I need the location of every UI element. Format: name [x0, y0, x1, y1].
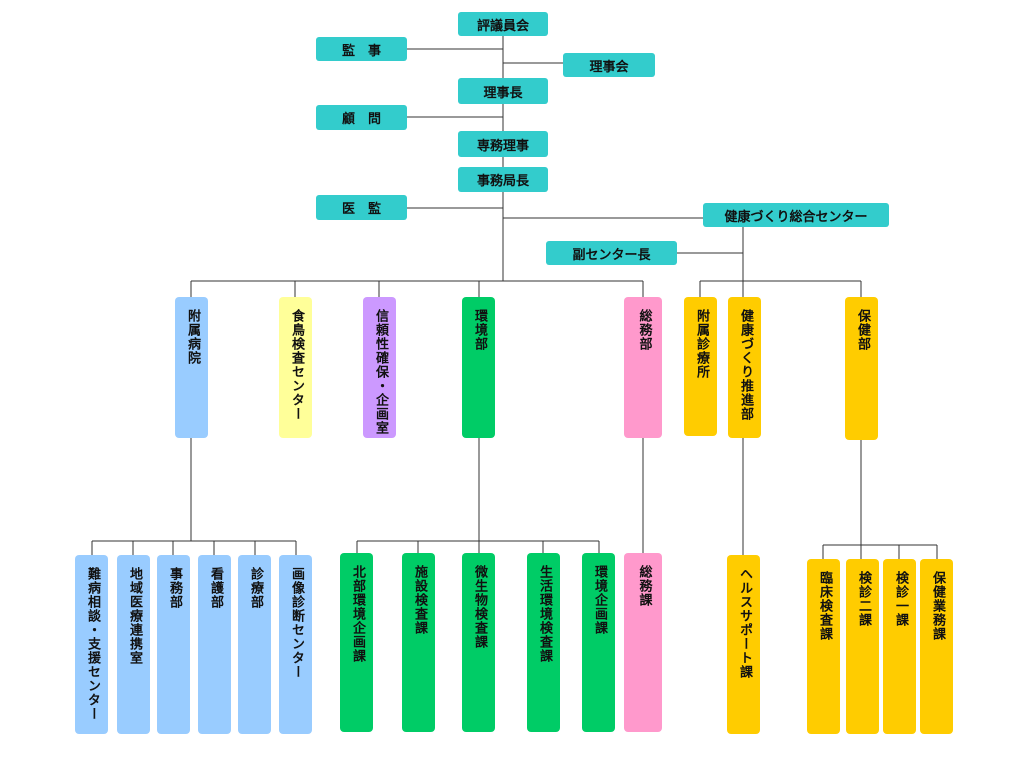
advisor-box: 顧 問	[316, 105, 407, 130]
section-environment-4: 生活環境検査課	[527, 553, 560, 732]
section-hospital-2: 地域医療連携室	[117, 555, 150, 734]
dept-clinic-label: 附属診療所	[693, 309, 709, 379]
section-label: 画像診断センター	[288, 567, 304, 679]
dept-general-affairs-label: 総務部	[636, 309, 652, 351]
section-health-3: 検診一課	[883, 559, 916, 734]
chair-label: 理事長	[483, 85, 523, 101]
section-hospital-3: 事務部	[157, 555, 190, 734]
dept-general-affairs: 総務部	[624, 297, 662, 438]
section-label: 北部環境企画課	[349, 565, 365, 663]
section-label: 微生物検査課	[471, 565, 487, 649]
section-label: 検診二課	[855, 571, 871, 627]
council-box: 評議員会	[458, 12, 548, 36]
board-label: 理事会	[589, 59, 629, 75]
section-hospital-5: 診療部	[238, 555, 271, 734]
dept-hospital: 附属病院	[175, 297, 208, 438]
section-label: ヘルスサポート課	[736, 567, 752, 679]
dept-environment-label: 環境部	[471, 309, 487, 351]
medical-supervisor-label: 医 監	[341, 202, 381, 217]
dept-hospital-label: 附属病院	[184, 309, 200, 365]
section-hospital-6: 画像診断センター	[279, 555, 312, 734]
section-label: 難病相談・支援センター	[84, 567, 100, 721]
section-label: 保健業務課	[929, 571, 945, 641]
auditor-box: 監 事	[316, 37, 407, 61]
section-label: 生活環境検査課	[536, 565, 552, 663]
vice-center-head-box: 副センター長	[546, 241, 677, 265]
dept-food-center: 食鳥検査センター	[279, 297, 312, 438]
section-hospital-4: 看護部	[198, 555, 231, 734]
chair-box: 理事長	[458, 78, 548, 104]
section-label: 臨床検査課	[816, 571, 832, 641]
section-health-1: 臨床検査課	[807, 559, 840, 734]
section-hospital-1: 難病相談・支援センター	[75, 555, 108, 734]
medical-supervisor-box: 医 監	[316, 195, 407, 220]
section-label: 総務課	[636, 565, 652, 607]
section-label: 検診一課	[892, 571, 908, 627]
council-label: 評議員会	[476, 18, 529, 34]
vice-center-head-label: 副センター長	[572, 247, 651, 263]
section-environment-3: 微生物検査課	[462, 553, 495, 732]
section-health-promotion-1: ヘルスサポート課	[727, 555, 760, 734]
section-label: 環境企画課	[591, 565, 607, 635]
dept-health-promotion: 健康づくり推進部	[728, 297, 761, 438]
section-label: 看護部	[207, 567, 223, 609]
dept-clinic: 附属診療所	[684, 297, 717, 436]
section-environment-5: 環境企画課	[582, 553, 615, 732]
section-environment-2: 施設検査課	[402, 553, 435, 732]
section-general-affairs-1: 総務課	[624, 553, 662, 732]
health-center-label: 健康づくり総合センター	[724, 209, 868, 225]
section-health-2: 検診二課	[846, 559, 879, 734]
auditor-label: 監 事	[341, 43, 381, 59]
dept-health: 保健部	[845, 297, 878, 440]
dept-environment: 環境部	[462, 297, 495, 438]
dept-reliability-label: 信頼性確保・企画室	[372, 309, 388, 435]
dept-reliability: 信頼性確保・企画室	[363, 297, 396, 438]
board-box: 理事会	[563, 53, 655, 77]
secretary-general-box: 事務局長	[458, 167, 548, 192]
section-health-4: 保健業務課	[920, 559, 953, 734]
managing-director-box: 専務理事	[458, 131, 548, 157]
advisor-label: 顧 問	[341, 112, 381, 127]
section-label: 地域医療連携室	[126, 567, 142, 665]
managing-director-label: 専務理事	[476, 138, 529, 154]
section-label: 施設検査課	[411, 565, 427, 635]
dept-health-label: 保健部	[854, 309, 870, 351]
health-center-box: 健康づくり総合センター	[703, 203, 889, 227]
secretary-general-label: 事務局長	[476, 174, 529, 189]
section-environment-1: 北部環境企画課	[340, 553, 373, 732]
section-label: 診療部	[247, 567, 263, 609]
section-label: 事務部	[166, 567, 182, 609]
dept-health-promotion-label: 健康づくり推進部	[737, 309, 753, 421]
dept-food-center-label: 食鳥検査センター	[288, 309, 304, 421]
